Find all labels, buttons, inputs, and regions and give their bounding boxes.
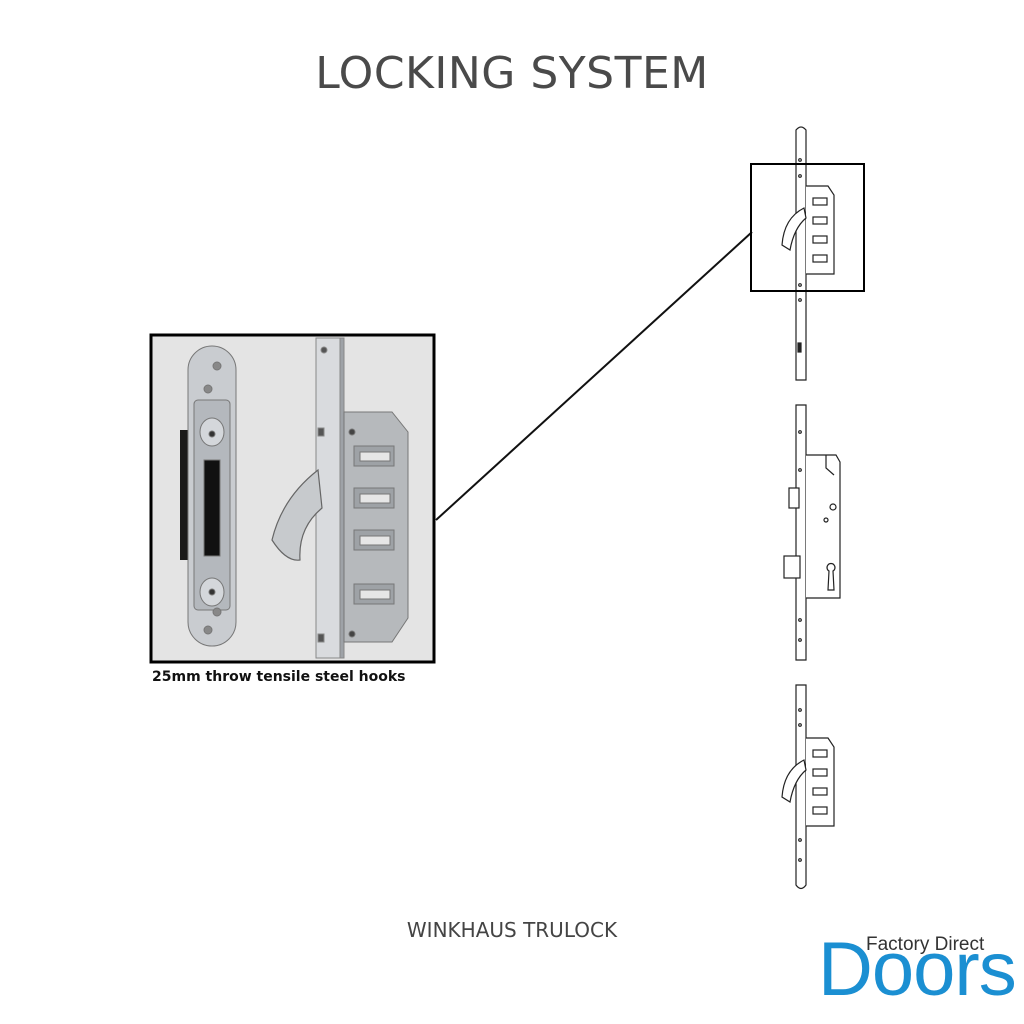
highlight-box [750, 163, 865, 292]
product-name: WINKHAUS TRULOCK [406, 918, 618, 942]
hook-housing [343, 411, 409, 643]
callout-line [435, 231, 753, 521]
lock-strip-diagram [781, 126, 841, 890]
brand-logo[interactable]: Doors Factory Direct [818, 932, 1018, 1012]
hook [271, 468, 323, 561]
detail-photo-panel [149, 333, 436, 664]
detail-caption: 25mm throw tensile steel hooks [152, 669, 406, 685]
logo-top-text: Factory Direct [866, 934, 985, 955]
logo-main-text: Doors [818, 927, 1017, 1012]
page-title: LOCKING SYSTEM [315, 48, 709, 99]
keep-plate [180, 345, 237, 647]
